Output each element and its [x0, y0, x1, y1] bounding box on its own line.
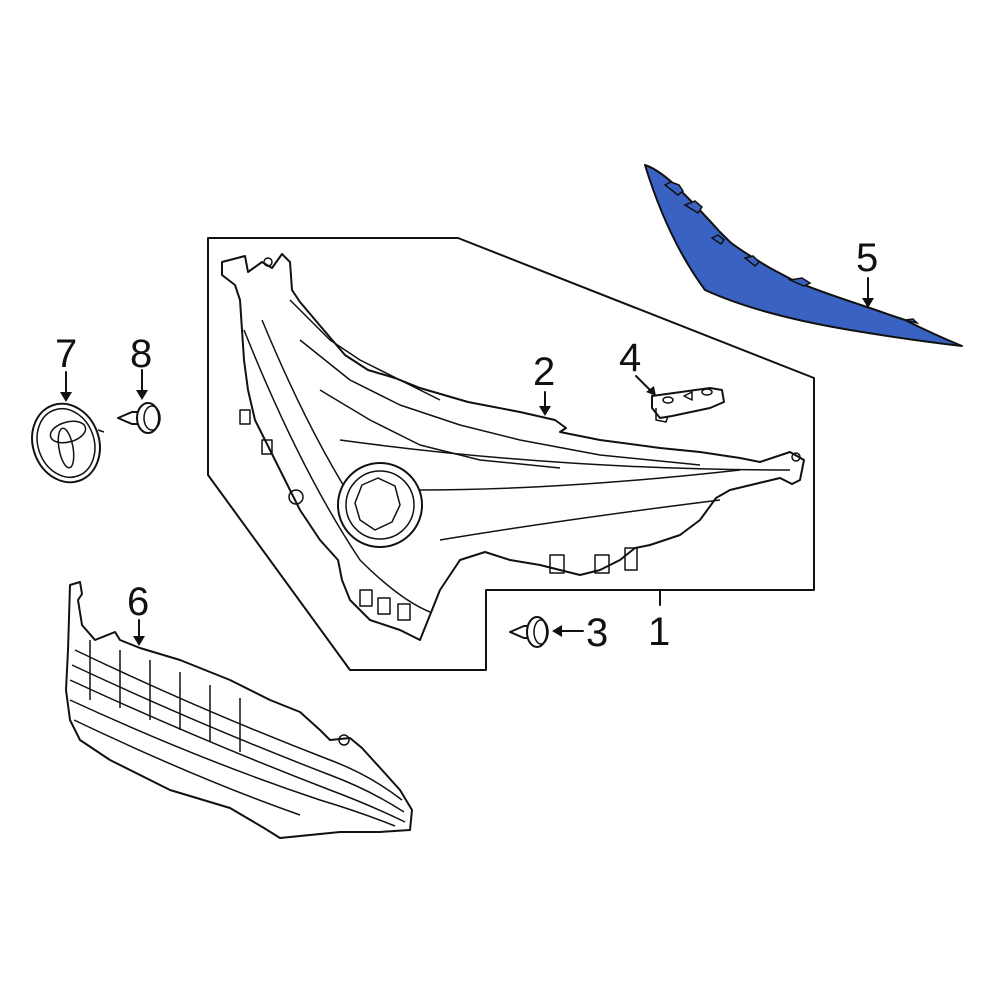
callout-8: 8: [130, 332, 153, 376]
callout-3-arrowhead: [552, 625, 562, 637]
callout-2: 2: [533, 350, 556, 394]
callout-4-arrow: [635, 375, 653, 393]
lower-grille-part[interactable]: [65, 581, 413, 839]
callout-2-arrowhead: [539, 406, 551, 416]
callout-1: 1: [648, 610, 671, 654]
callout-4-arrowhead: [646, 386, 656, 396]
callout-6-arrowhead: [133, 636, 145, 646]
emblem-screw-clip-part[interactable]: [117, 402, 161, 434]
callout-8-arrowhead: [136, 390, 148, 400]
assembly-group-outline: [207, 237, 815, 671]
screw-clip-part[interactable]: [509, 616, 549, 648]
callout-3: 3: [586, 611, 609, 655]
callout-7-arrowhead: [60, 392, 72, 402]
callout-7: 7: [55, 332, 78, 376]
grille-molding-part[interactable]: [644, 164, 963, 347]
callout-5: 5: [856, 236, 879, 280]
callout-5-arrowhead: [862, 298, 874, 308]
callout-6: 6: [127, 580, 150, 624]
callout-4: 4: [619, 336, 642, 380]
emblem-part[interactable]: [21, 394, 110, 492]
bracket-part[interactable]: [651, 387, 725, 423]
upper-grille-part[interactable]: [221, 253, 805, 641]
